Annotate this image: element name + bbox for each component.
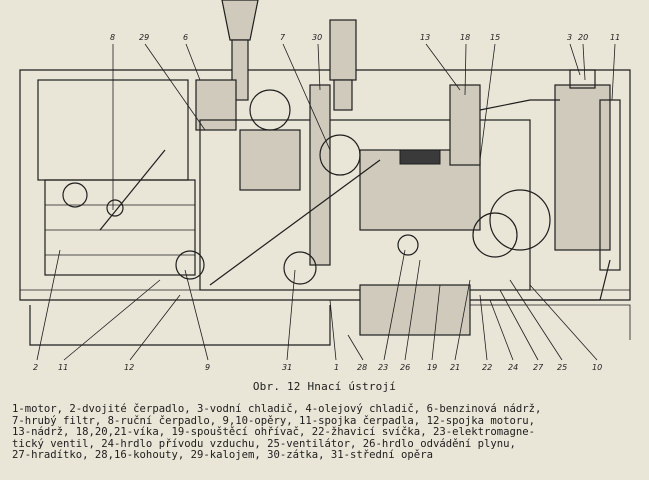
part-number: 3 [567,33,572,42]
part-number: 21 [450,363,460,372]
part-number: 12 [124,363,134,372]
part-number: 31 [282,363,292,372]
part-number: 6 [183,33,188,42]
part-number: 8 [110,33,115,42]
fuel-tank-box [37,79,196,276]
part-number: 18 [460,33,470,42]
figure-caption: Obr. 12 Hnací ústrojí [252,380,397,393]
part-number: 2 [33,363,38,372]
top-leaders [112,43,616,210]
part-number: 28 [357,363,367,372]
engine-assembly-diagram: 8 29 6 7 30 13 18 15 3 20 11 2 11 12 9 3… [19,0,631,372]
part-number: 11 [610,33,620,42]
part-number: 24 [508,363,518,372]
exhaust-stack [195,0,357,131]
part-number: 10 [592,363,602,372]
part-number: 25 [557,363,567,372]
bottom-part-numbers: 2 11 12 9 31 1 28 23 26 19 21 22 24 27 2… [33,363,602,372]
engine-body [99,84,551,336]
part-number: 9 [205,363,210,372]
part-number: 11 [58,363,68,372]
part-number: 26 [400,363,410,372]
part-number: 20 [578,33,588,42]
part-number: 19 [427,363,437,372]
part-number: 7 [280,33,286,42]
part-number: 15 [490,33,500,42]
part-number: 27 [533,363,544,372]
part-number: 1 [334,363,339,372]
bottom-leaders [36,249,598,361]
part-number: 22 [482,363,492,372]
part-number: 30 [312,33,322,42]
top-part-numbers: 8 29 6 7 30 13 18 15 3 20 11 [110,33,620,42]
parts-legend: 1-motor, 2-dvojité čerpadlo, 3-vodní chl… [12,403,542,462]
part-number: 23 [378,363,388,372]
part-number: 29 [139,33,149,42]
part-number: 13 [420,33,430,42]
